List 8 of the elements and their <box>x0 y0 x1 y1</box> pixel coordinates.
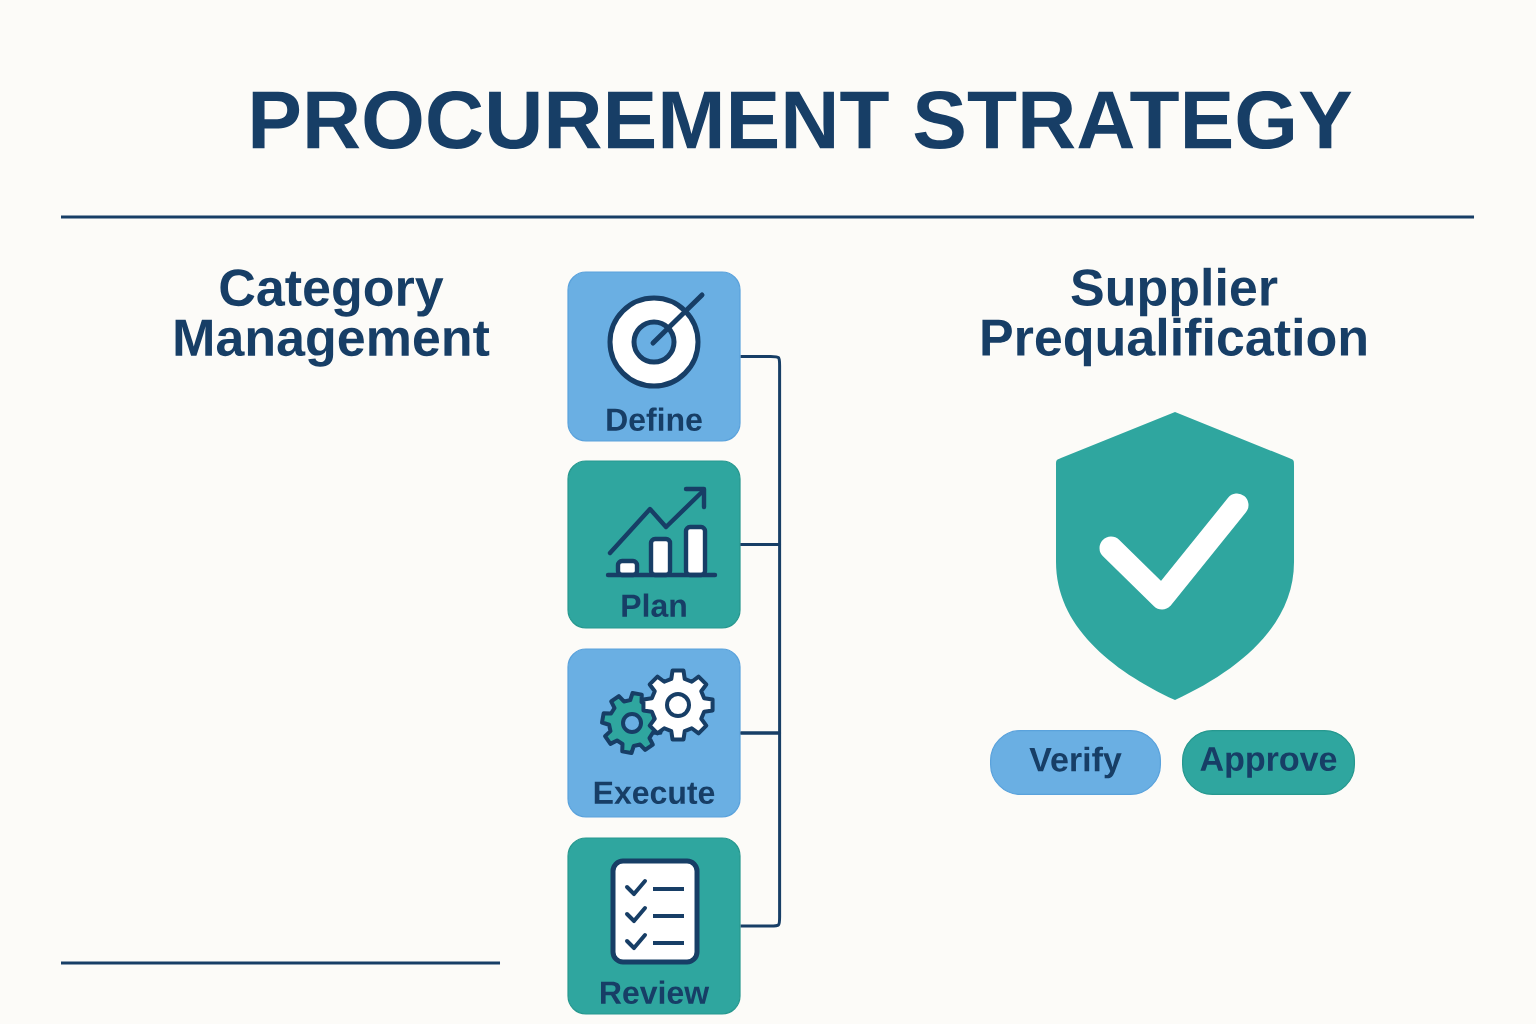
section-heading: Supplier Prequalification <box>982 267 1366 367</box>
connector-line <box>740 543 782 735</box>
connector-line <box>740 355 782 546</box>
title: PROCUREMENT STRATEGY <box>252 91 1352 150</box>
section-heading: Category Management <box>175 269 490 367</box>
status-pill: Verify <box>990 730 1161 795</box>
connector-line <box>740 731 782 928</box>
status-pill: Approve <box>1182 730 1355 795</box>
